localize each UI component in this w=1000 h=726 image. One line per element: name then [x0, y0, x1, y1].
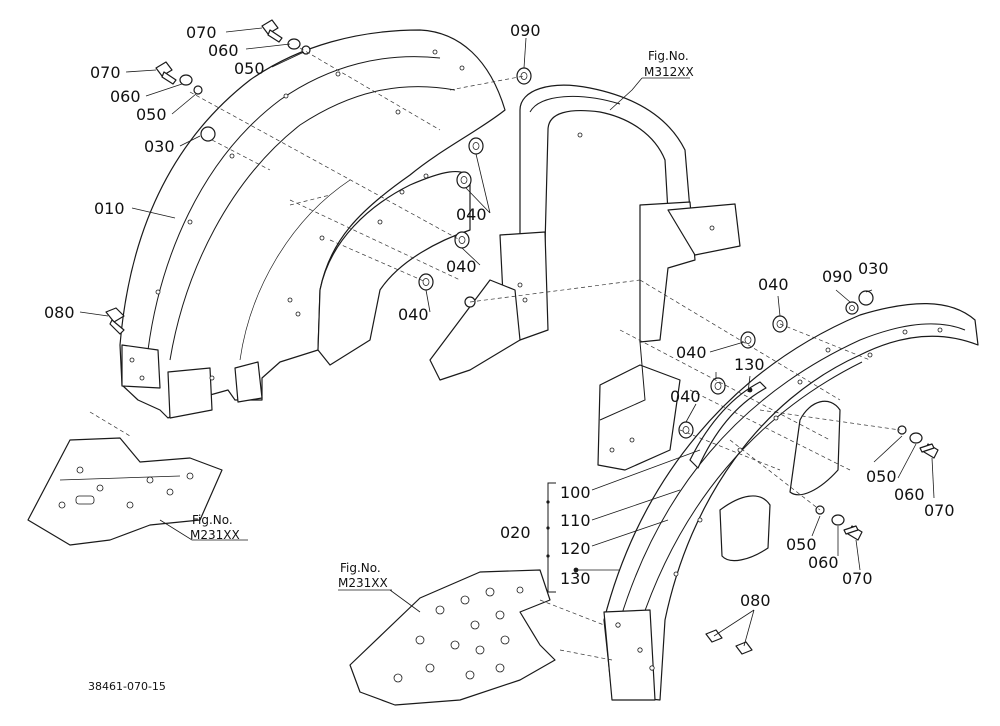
- label-060-mid: 060: [110, 87, 141, 106]
- collar-050-right-a-icon: [897, 425, 907, 435]
- label-100: 100: [560, 483, 591, 502]
- marker-130-dot: [573, 567, 579, 573]
- label-010: 010: [94, 199, 125, 218]
- left-fender: [119, 29, 506, 419]
- fig-ref-bottom-prefix: Fig.No.: [340, 561, 381, 575]
- label-080-left: 080: [44, 303, 75, 322]
- bolt-080-left-icon: [105, 307, 125, 335]
- label-040-a: 040: [456, 205, 487, 224]
- fig-ref-left-code: M231XX: [190, 528, 240, 542]
- right-fender: [603, 303, 979, 701]
- washer-060-right-a-icon: [909, 432, 923, 444]
- label-130-bottom: 130: [560, 569, 591, 588]
- label-060-top: 060: [208, 41, 239, 60]
- bolt-070-right-a-icon: [919, 443, 939, 459]
- label-050-right-b: 050: [786, 535, 817, 554]
- bolt-080-right-b-icon: [735, 641, 753, 655]
- collar-050-mid-icon: [193, 85, 203, 95]
- fig-ref-bottom-code: M231XX: [338, 576, 388, 590]
- label-050-right-a: 050: [866, 467, 897, 486]
- rubber-mount-040-b-icon: [456, 171, 472, 189]
- rubber-mount-090-top-icon: [516, 67, 532, 85]
- floor-plate-left: [27, 437, 223, 546]
- fig-ref-top-code: M312XX: [644, 65, 694, 79]
- marker-130b-dot: [747, 387, 753, 393]
- hardware: [105, 19, 939, 655]
- rubber-mount-090-right-icon: [845, 301, 859, 315]
- bolt-070-mid-icon: [155, 61, 177, 85]
- label-020: 020: [500, 523, 531, 542]
- floor-plate-right: [349, 569, 556, 706]
- assembly-guide-lines: [89, 47, 901, 661]
- washer-060-mid-icon: [179, 74, 193, 86]
- rubber-mount-040-f-icon: [740, 331, 756, 349]
- label-050-top: 050: [234, 59, 265, 78]
- leader-lines: [79, 27, 935, 647]
- figure-references: Fig.No. M312XX Fig.No. M231XX Fig.No. M2…: [190, 49, 694, 590]
- label-040-c: 040: [398, 305, 429, 324]
- group-bracket-020: [546, 387, 753, 593]
- label-030-right: 030: [858, 259, 889, 278]
- label-130-top: 130: [734, 355, 765, 374]
- label-110: 110: [560, 511, 591, 530]
- label-070-mid: 070: [90, 63, 121, 82]
- fig-ref-top-prefix: Fig.No.: [648, 49, 689, 63]
- part-labels: 070 060 050 070 060 050 030 010 080 090 …: [44, 21, 955, 610]
- figure-id: 38461-070-15: [88, 680, 166, 693]
- plug-030-left-icon: [200, 126, 216, 142]
- label-040-b: 040: [446, 257, 477, 276]
- bolt-070-top-icon: [261, 19, 283, 43]
- fig-ref-left-prefix: Fig.No.: [192, 513, 233, 527]
- rops-frame: [429, 84, 741, 471]
- label-060-right-b: 060: [808, 553, 839, 572]
- rubber-mount-040-h-icon: [678, 421, 694, 439]
- label-080-right: 080: [740, 591, 771, 610]
- label-090-top: 090: [510, 21, 541, 40]
- label-120: 120: [560, 539, 591, 558]
- rubber-mount-040-c-icon: [454, 231, 470, 249]
- label-030-left: 030: [144, 137, 175, 156]
- label-050-mid: 050: [136, 105, 167, 124]
- washer-060-right-b-icon: [831, 514, 845, 526]
- label-040-f: 040: [670, 387, 701, 406]
- label-090-right: 090: [822, 267, 853, 286]
- bolt-070-right-b-icon: [843, 525, 863, 541]
- label-040-d: 040: [758, 275, 789, 294]
- label-040-e: 040: [676, 343, 707, 362]
- rubber-mount-040-a-icon: [468, 137, 484, 155]
- label-060-right-a: 060: [894, 485, 925, 504]
- rubber-mount-040-d-icon: [418, 273, 434, 291]
- rubber-mount-040-g-icon: [710, 377, 726, 395]
- label-070-right-a: 070: [924, 501, 955, 520]
- label-070-top: 070: [186, 23, 217, 42]
- plug-030-right-icon: [858, 290, 874, 306]
- label-070-right-b: 070: [842, 569, 873, 588]
